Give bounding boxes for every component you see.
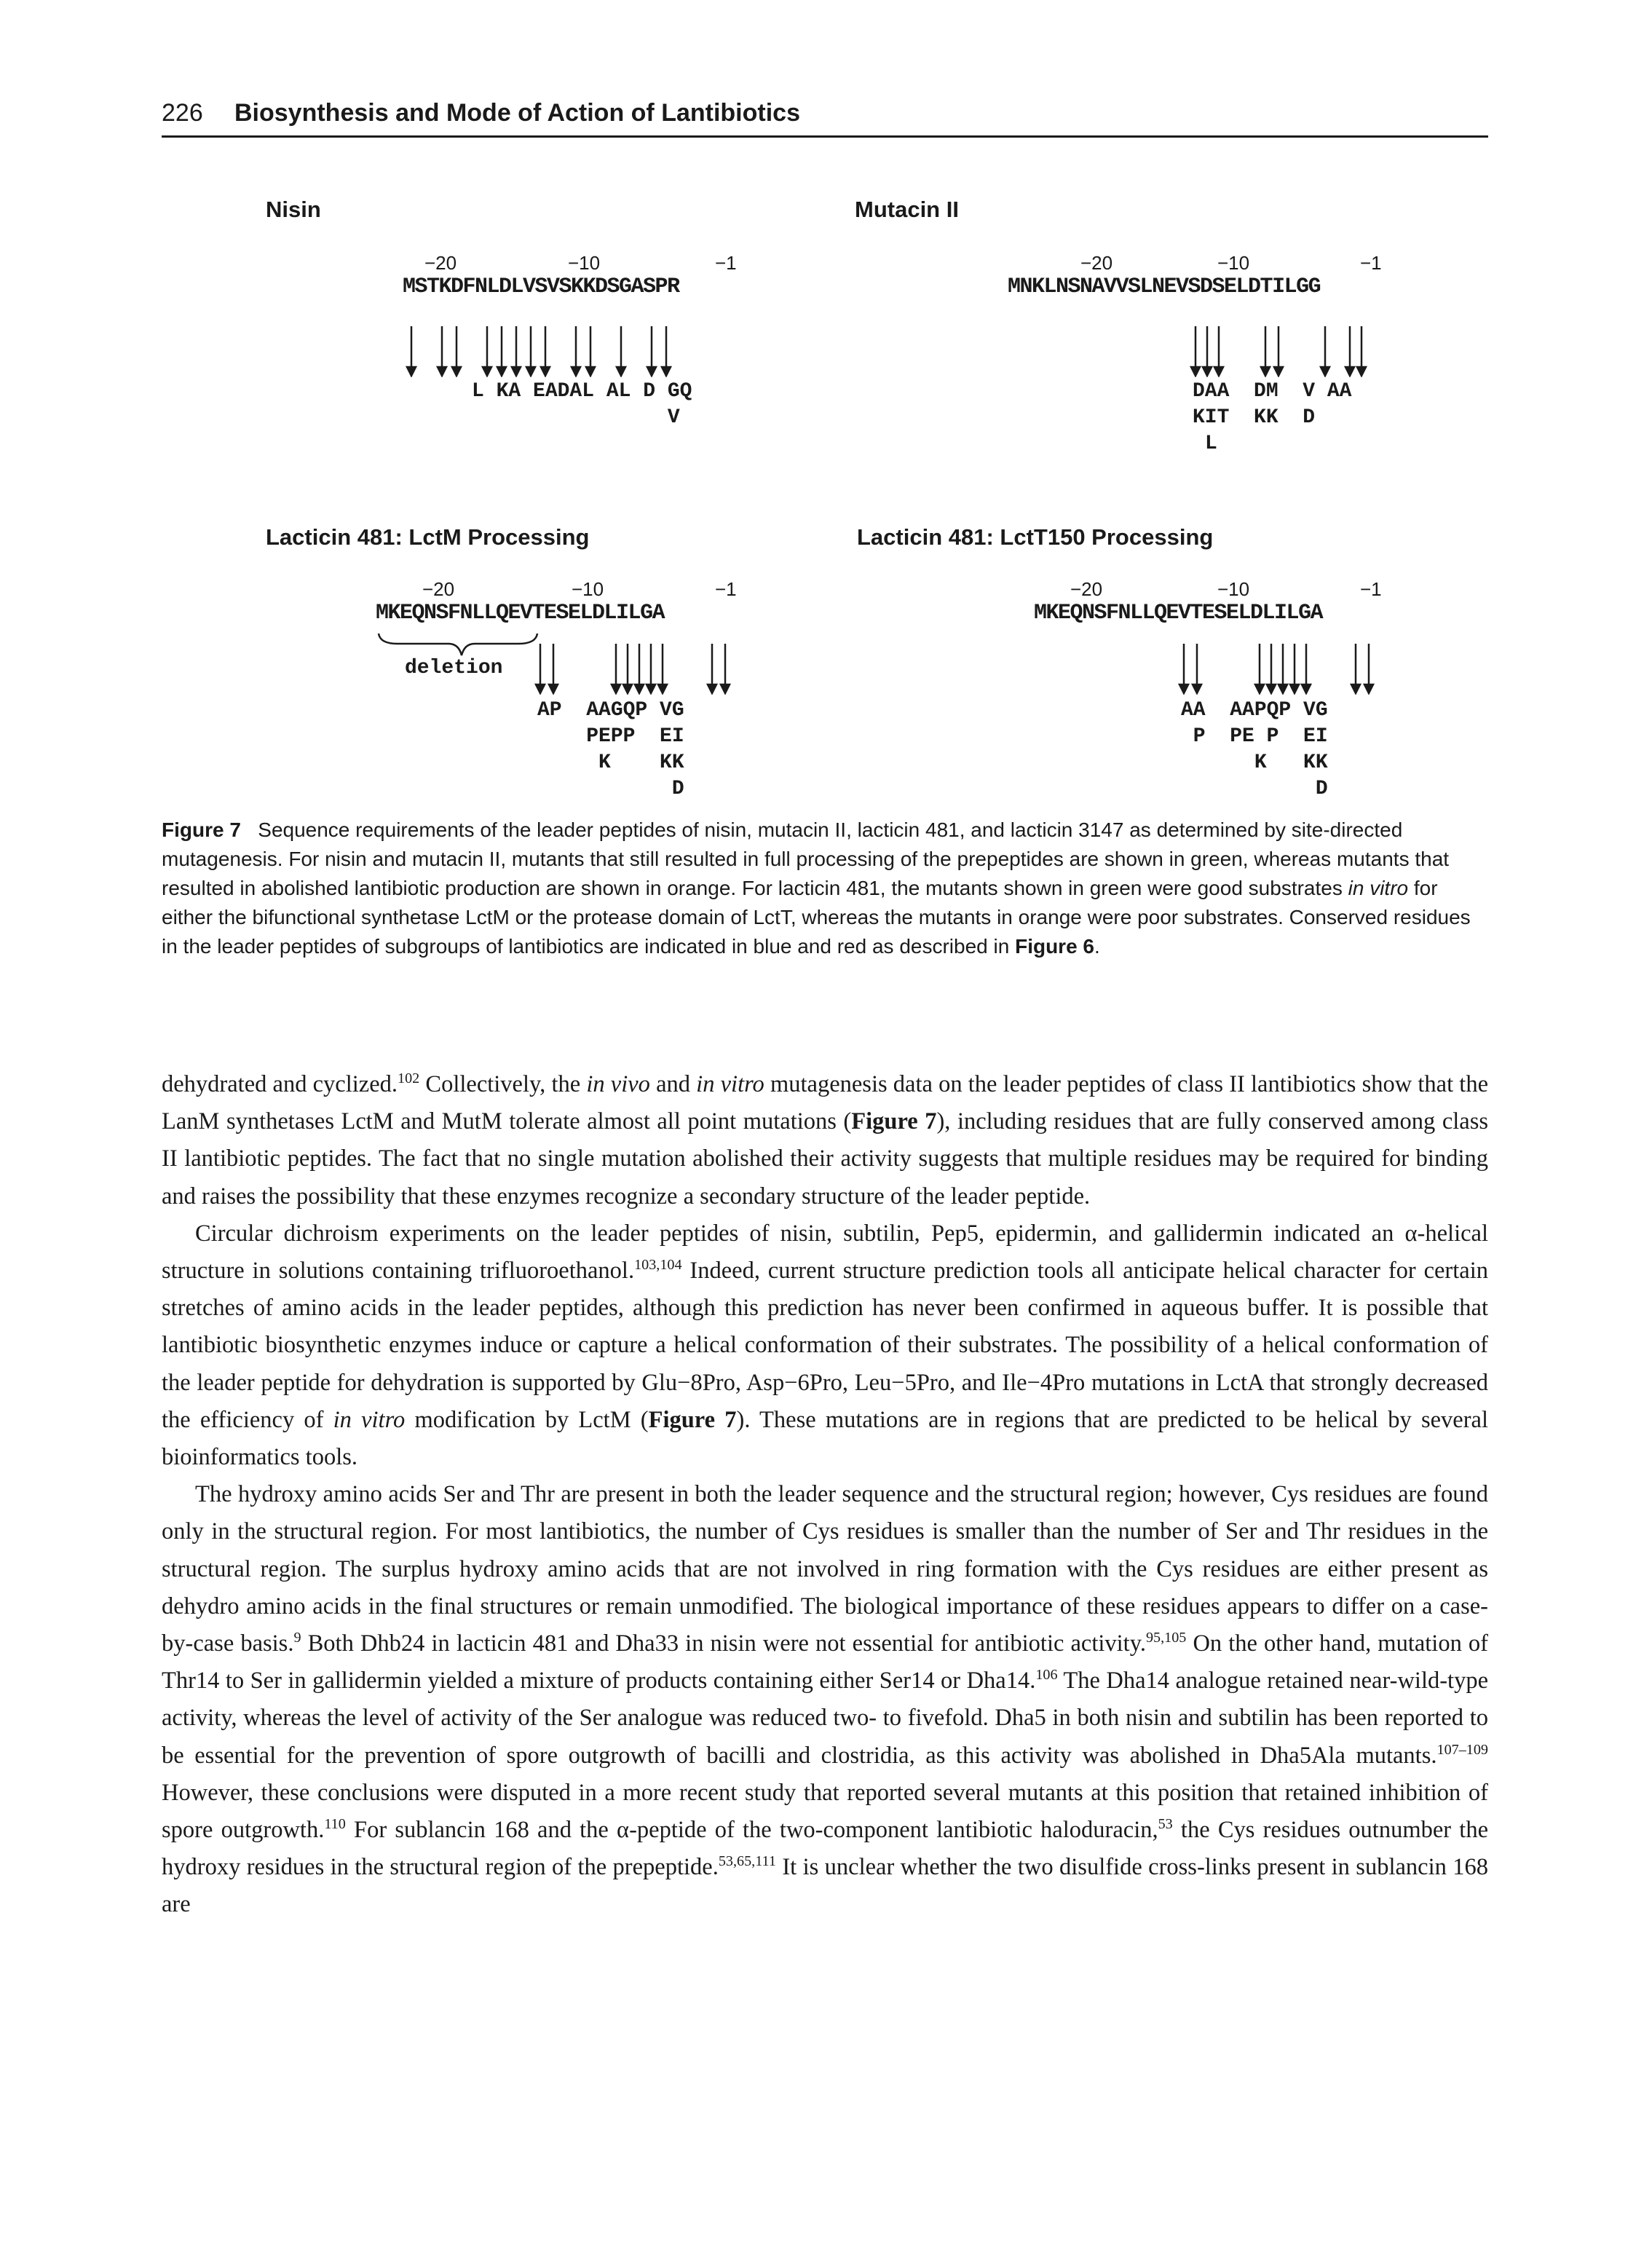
panel-title: Lacticin 481: LctT150 Processing xyxy=(857,524,1214,550)
citation[interactable]: 110 xyxy=(324,1816,346,1833)
position-label: −1 xyxy=(1360,578,1382,600)
figure-ref-link[interactable]: Figure 6 xyxy=(1015,935,1095,958)
mutation-row: D xyxy=(1181,778,1328,800)
mutation-arrows xyxy=(405,326,673,377)
citation[interactable]: 102 xyxy=(398,1070,420,1087)
citation[interactable]: 95,105 xyxy=(1145,1630,1187,1646)
deletion-bracket xyxy=(377,633,539,656)
position-label: −20 xyxy=(1070,578,1103,600)
mutation-row: K KK xyxy=(1181,751,1328,774)
body-text: dehydrated and cyclized.102 Collectively… xyxy=(162,1066,1488,1924)
citation[interactable]: 103,104 xyxy=(634,1257,682,1274)
mutation-row: D xyxy=(537,778,684,800)
citation[interactable]: 53,65,111 xyxy=(718,1853,776,1870)
mutation-row: AA AAPQP VG xyxy=(1181,699,1328,722)
mutation-row: KIT KK D xyxy=(1193,406,1316,429)
mutation-arrows xyxy=(1177,644,1375,695)
position-label: −10 xyxy=(572,578,604,600)
leader-sequence: MKEQNSFNLLQEVTESELDLILGA xyxy=(1034,601,1324,626)
citation[interactable]: 106 xyxy=(1035,1667,1058,1684)
panel-title: Nisin xyxy=(266,197,321,222)
leader-sequence: MSTKDFNLDLVSVSKKDSGASPR xyxy=(403,275,680,299)
mutation-row: AP AAGQP VG xyxy=(537,699,684,722)
mutation-row: V xyxy=(472,406,680,429)
leader-sequence: MNKLNSNAVVSLNEVSDSELDTILGG xyxy=(1008,275,1321,299)
citation[interactable]: 107–109 xyxy=(1436,1741,1489,1758)
mutation-row: P PE P EI xyxy=(1181,725,1328,748)
figure-ref-link[interactable]: Figure 7 xyxy=(851,1108,937,1135)
caption-label: Figure 7 xyxy=(162,818,241,841)
figure-caption: Figure 7 Sequence requirements of the le… xyxy=(162,818,1471,958)
position-label: −20 xyxy=(422,578,455,600)
mutation-row: DAA DM V AA xyxy=(1193,380,1352,403)
citation[interactable]: 9 xyxy=(293,1630,301,1646)
mutation-row: L xyxy=(1205,433,1217,455)
mutation-row: K KK xyxy=(537,751,684,774)
caption-text: for either the bifunctional synthetase L… xyxy=(162,877,1471,958)
position-label: −1 xyxy=(715,578,737,600)
position-label: −10 xyxy=(568,252,601,274)
mutation-row: PEPP EI xyxy=(537,725,684,748)
paragraph: Circular dichroism experiments on the le… xyxy=(162,1220,1488,1471)
mutation-row: L KA EADAL AL D GQ xyxy=(472,380,692,403)
position-label: −20 xyxy=(1080,252,1113,274)
citation[interactable]: 53 xyxy=(1158,1816,1173,1833)
panel-title: Mutacin II xyxy=(855,197,959,222)
position-label: −10 xyxy=(1217,578,1250,600)
leader-sequence: MKEQNSFNLLQEVTESELDLILGA xyxy=(376,601,665,626)
mutation-arrows xyxy=(534,644,732,695)
mutation-arrows xyxy=(1189,326,1368,377)
paragraph: dehydrated and cyclized.102 Collectively… xyxy=(162,1070,1488,1210)
deletion-label: deletion xyxy=(405,657,503,679)
header-rule xyxy=(162,135,1488,138)
running-title: Biosynthesis and Mode of Action of Lanti… xyxy=(234,99,800,127)
position-label: −1 xyxy=(1360,252,1382,274)
caption-italic: in vitro xyxy=(1348,877,1409,899)
page-number: 226 xyxy=(162,99,203,127)
caption-text: Sequence requirements of the leader pept… xyxy=(162,818,1450,899)
position-label: −1 xyxy=(715,252,737,274)
position-label: −10 xyxy=(1217,252,1250,274)
position-label: −20 xyxy=(424,252,457,274)
paragraph: The hydroxy amino acids Ser and Thr are … xyxy=(162,1481,1489,1918)
panel-title: Lacticin 481: LctM Processing xyxy=(266,524,590,550)
figure-ref-link[interactable]: Figure 7 xyxy=(648,1406,737,1433)
